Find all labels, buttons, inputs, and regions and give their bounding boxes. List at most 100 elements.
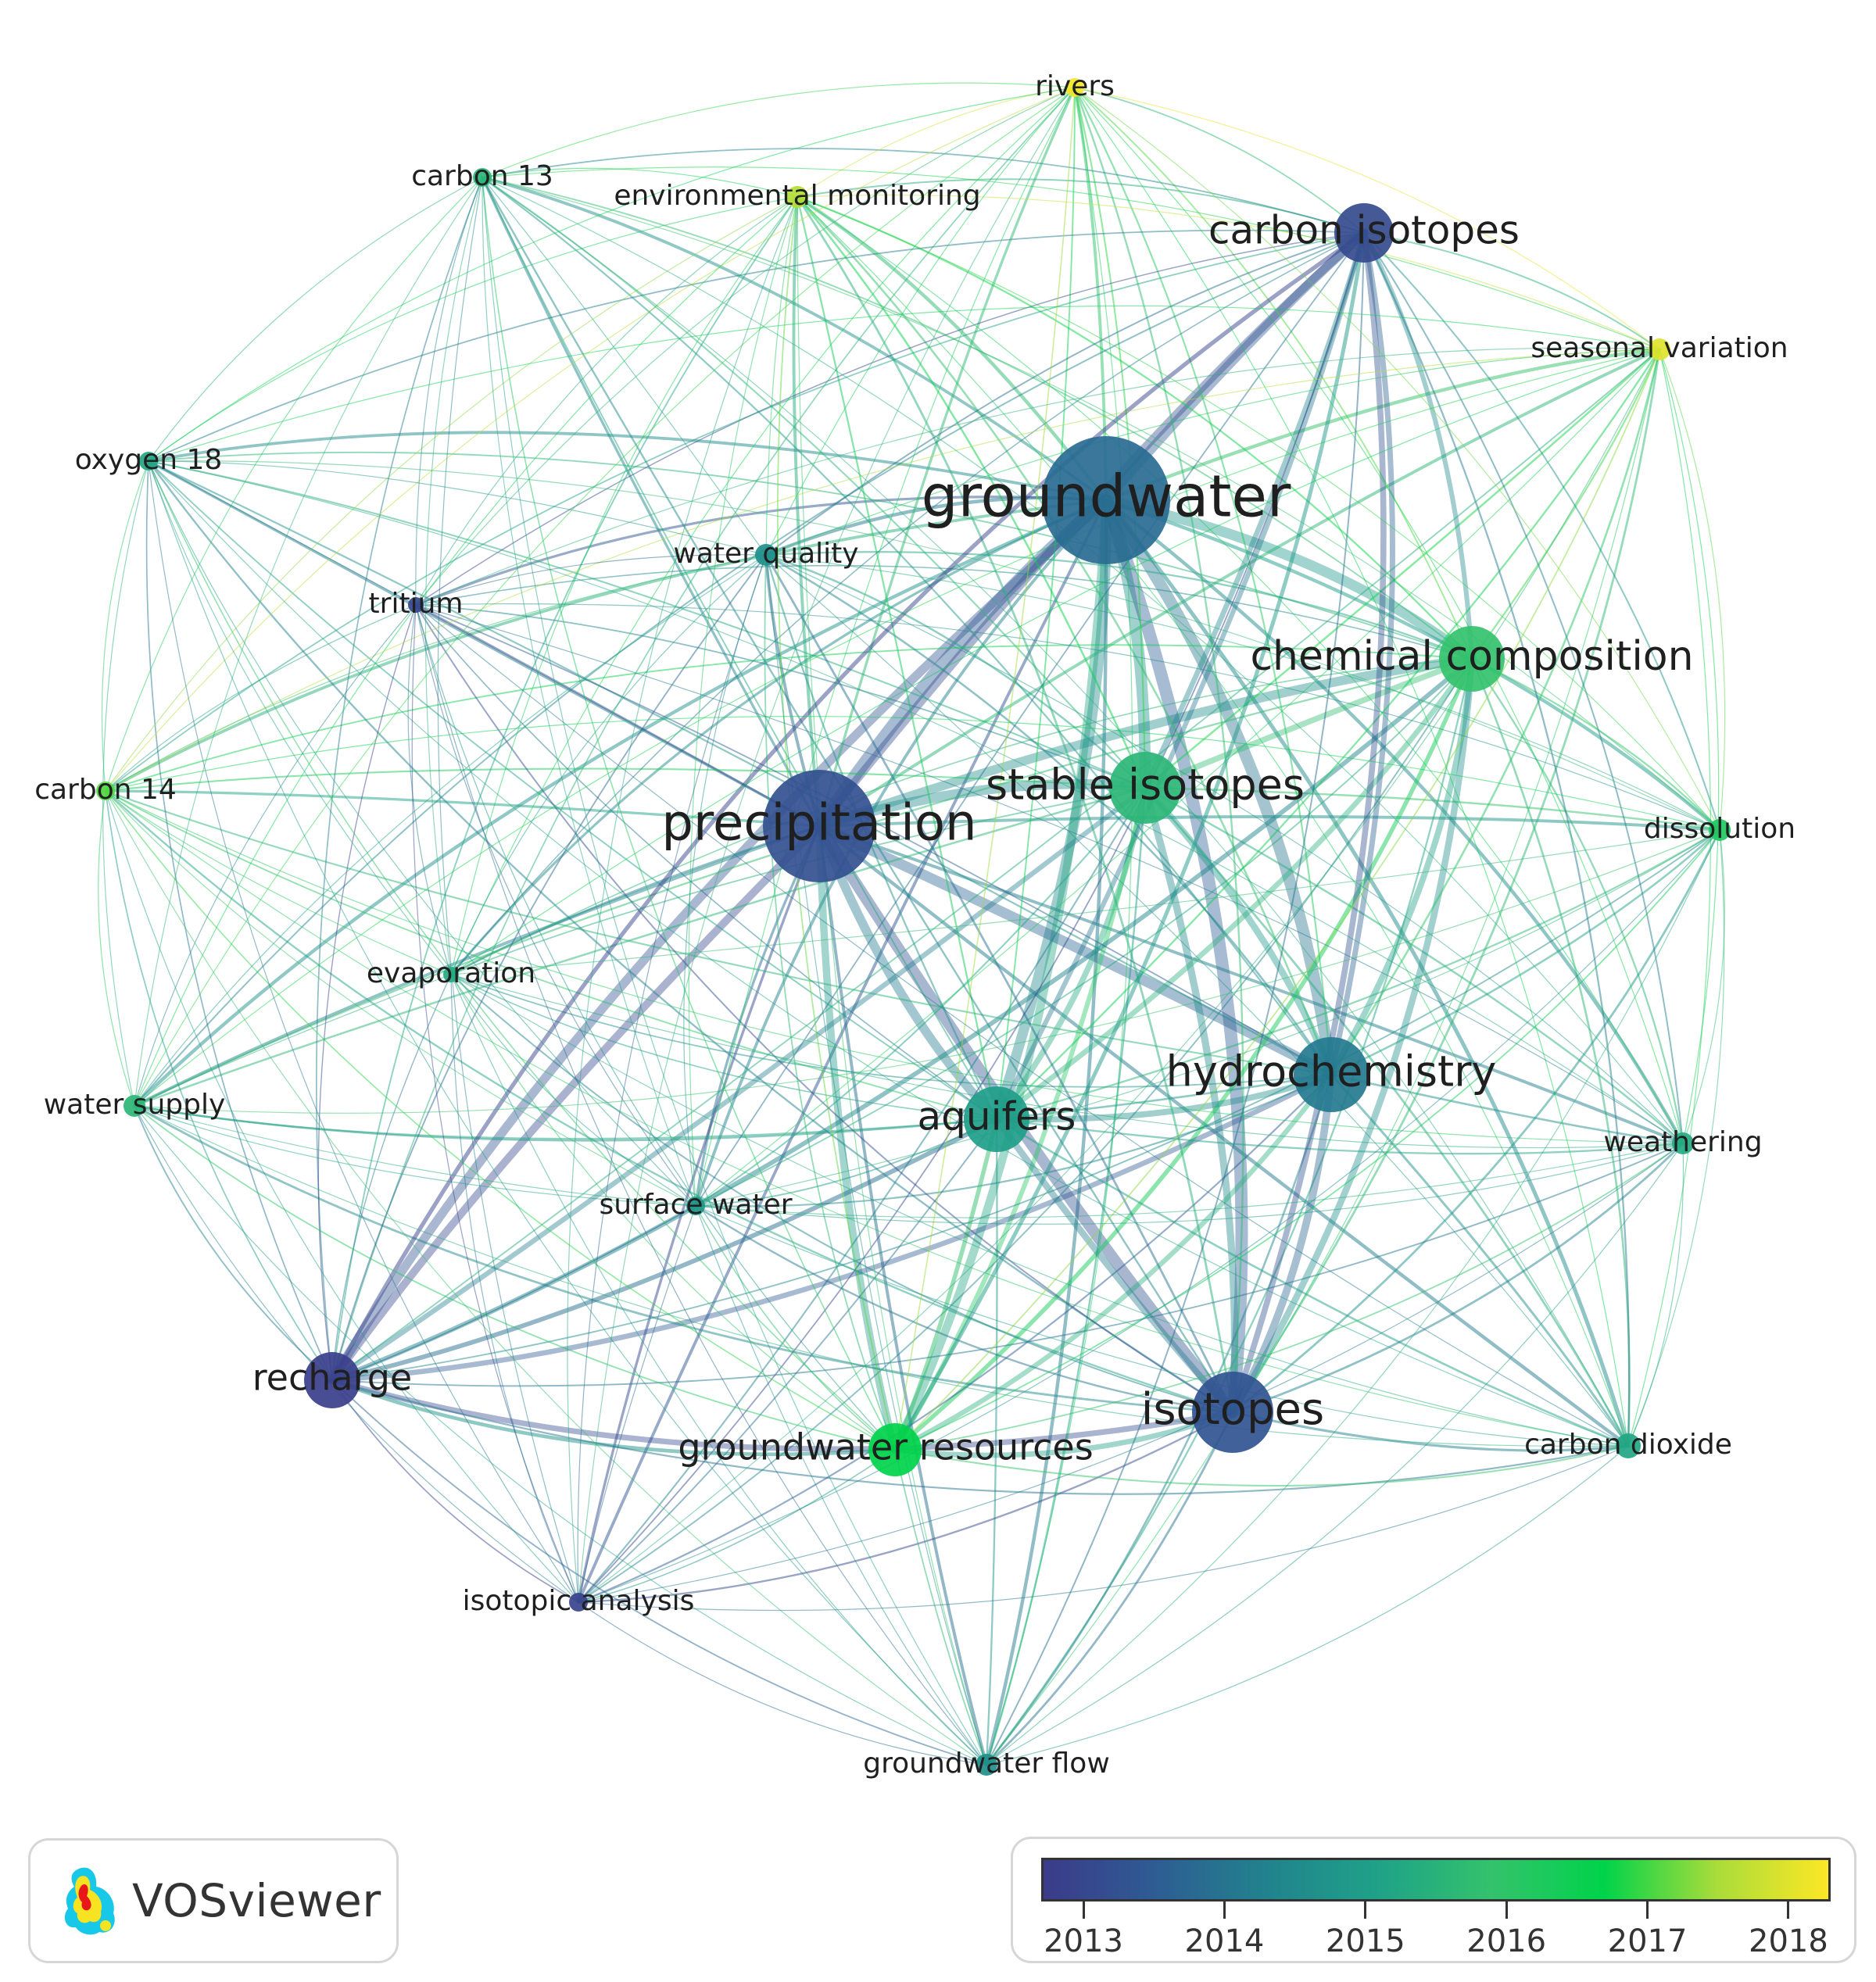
edge-hydrochemistry-carbon_14: [104, 789, 1333, 1076]
edge-rivers-oxygen_18: [148, 87, 1076, 462]
node-water-supply[interactable]: [124, 1095, 145, 1117]
edge-aquifers-weathering: [995, 1118, 1684, 1155]
edge-groundwater-groundwater_resources: [890, 496, 1111, 1454]
edge-aquifers-isotopes: [993, 1115, 1237, 1416]
edge-tritium-evaporation: [407, 604, 452, 975]
node-water-quality[interactable]: [755, 544, 777, 566]
edge-evaporation-weathering: [450, 974, 1684, 1149]
node-chemical-composition[interactable]: [1439, 626, 1505, 692]
edge-environmental_monitoring-groundwater_flow: [797, 196, 987, 1766]
edge-carbon_13-isotopic_analysis: [437, 177, 579, 1603]
edge-oxygen_18-water_quality: [148, 460, 767, 556]
node-environmental-monitoring[interactable]: [786, 186, 808, 208]
edge-rivers-isotopic_analysis: [578, 87, 1076, 1603]
edge-seasonal_variation-carbon_14: [105, 349, 1660, 792]
node-carbon-13[interactable]: [473, 168, 492, 187]
node-surface-water[interactable]: [686, 1197, 705, 1215]
edge-recharge-surface_water: [331, 1205, 696, 1381]
node-groundwater[interactable]: [1042, 436, 1170, 564]
edge-carbon_isotopes-carbon_dioxide: [1362, 231, 1631, 1447]
edge-tritium-water_supply: [134, 604, 417, 1107]
edge-groundwater-hydrochemistry: [1100, 494, 1337, 1081]
edge-rivers-groundwater_flow: [986, 87, 1133, 1766]
node-oxygen-18[interactable]: [139, 452, 158, 470]
node-tritium[interactable]: [408, 597, 424, 613]
edge-hydrochemistry-isotopic_analysis: [577, 1073, 1333, 1604]
edge-isotopic_analysis-groundwater_flow: [578, 1601, 987, 1766]
edge-recharge-seasonal_variation: [331, 349, 1660, 1381]
edge-carbon_isotopes-dissolution: [1363, 232, 1720, 831]
node-weathering[interactable]: [1672, 1132, 1694, 1154]
edge-recharge-evaporation: [331, 974, 452, 1381]
node-recharge[interactable]: [304, 1352, 360, 1408]
edge-precipitation-recharge: [328, 822, 823, 1384]
edge-chemical_composition-weathering: [1470, 657, 1684, 1145]
edge-isotopes-water_supply: [133, 1104, 1234, 1414]
edge-groundwater_resources-tritium: [415, 604, 896, 1451]
node-groundwater-flow[interactable]: [976, 1754, 997, 1776]
edge-hydrochemistry-surface_water: [694, 1073, 1333, 1207]
edge-isotopes-carbon_dioxide: [1231, 1411, 1630, 1452]
edge-tritium-weathering: [415, 604, 1684, 1144]
label-recharge: recharge: [252, 1357, 412, 1399]
node-carbon-dioxide[interactable]: [1616, 1433, 1641, 1458]
node-isotopes[interactable]: [1192, 1372, 1273, 1453]
edge-stable_isotopes-isotopic_analysis: [577, 786, 1147, 1604]
node-evaporation[interactable]: [443, 967, 459, 982]
edge-recharge-oxygen_18: [145, 460, 333, 1381]
edge-rivers-water_quality: [765, 87, 1076, 556]
label-carbon-isotopes: carbon isotopes: [1208, 208, 1520, 253]
node-carbon-14[interactable]: [96, 782, 115, 800]
edge-oxygen_18-surface_water: [148, 460, 696, 1207]
edge-seasonal_variation-tritium: [415, 347, 1660, 606]
label-rivers: rivers: [1035, 70, 1115, 102]
edge-tritium-dissolution: [415, 603, 1720, 831]
edge-stable_isotopes-carbon_14: [104, 767, 1147, 792]
legend-tick-mark: [1082, 1902, 1085, 1919]
legend-color-bar: [1041, 1858, 1831, 1902]
edge-environmental_monitoring-water_supply: [134, 196, 798, 1107]
node-precipitation[interactable]: [763, 770, 875, 882]
node-hydrochemistry[interactable]: [1294, 1037, 1369, 1112]
edge-rivers-water_supply: [134, 87, 1076, 1107]
edge-water_supply-weathering: [134, 1105, 1684, 1218]
node-aquifers[interactable]: [964, 1086, 1029, 1152]
node-rivers[interactable]: [1065, 78, 1084, 97]
edge-chemical_composition-seasonal_variation: [1470, 348, 1661, 660]
edge-groundwater_resources-environmental_monitoring: [776, 196, 896, 1451]
edge-carbon_isotopes-rivers: [1074, 87, 1365, 234]
edge-precipitation-chemical_composition: [814, 654, 1477, 831]
edge-seasonal_variation-water_supply: [134, 349, 1660, 1107]
edge-carbon_14-evaporation: [105, 790, 452, 975]
edge-isotopes-rivers: [1073, 86, 1244, 1414]
node-dissolution[interactable]: [1709, 819, 1731, 841]
node-carbon-isotopes[interactable]: [1334, 203, 1394, 263]
edge-precipitation-carbon_14: [104, 789, 821, 828]
node-seasonal-variation[interactable]: [1649, 338, 1670, 360]
edge-water_supply-groundwater_flow: [134, 1105, 987, 1766]
node-stable-isotopes[interactable]: [1109, 752, 1181, 824]
label-seasonal-variation: seasonal variation: [1531, 332, 1788, 364]
edge-precipitation-seasonal_variation: [818, 348, 1661, 828]
edge-carbon_14-surface_water: [105, 790, 696, 1207]
legend-tick-label: 2013: [1044, 1923, 1123, 1959]
node-isotopic-analysis[interactable]: [569, 1593, 588, 1612]
edge-carbon_isotopes-recharge: [330, 231, 1366, 1383]
edge-groundwater_resources-water_quality: [764, 554, 896, 1451]
edge-dissolution-groundwater_flow: [986, 829, 1720, 1766]
edge-rivers-tritium: [415, 87, 1076, 606]
edge-carbon_14-weathering: [105, 790, 1684, 1144]
edge-environmental_monitoring-isotopic_analysis: [567, 196, 798, 1603]
edge-groundwater-seasonal_variation: [1104, 347, 1662, 503]
legend-tick-mark: [1223, 1902, 1226, 1919]
edge-carbon_13-carbon_dioxide: [482, 177, 1629, 1447]
edge-aquifers-tritium: [415, 604, 997, 1120]
edge-precipitation-groundwater_flow: [818, 825, 988, 1766]
edge-seasonal_variation-isotopic_analysis: [578, 349, 1660, 1603]
edge-water_supply-surface_water: [134, 1105, 696, 1207]
node-groundwater-resources[interactable]: [868, 1423, 922, 1476]
edge-dissolution-isotopic_analysis: [578, 829, 1720, 1603]
edge-recharge-environmental_monitoring: [331, 196, 798, 1381]
